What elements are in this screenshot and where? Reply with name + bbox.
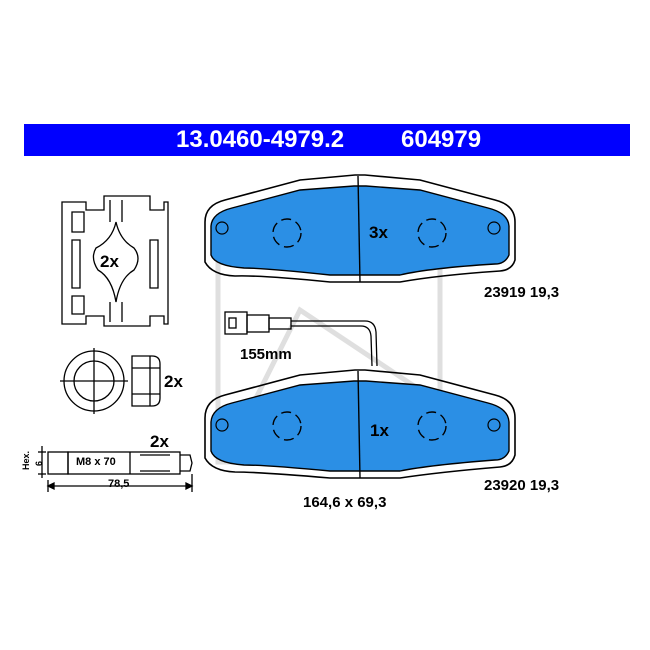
sensor-length-label: 155mm	[240, 346, 292, 363]
hex-label: Hex.	[21, 450, 31, 470]
title-bar: 13.0460-4979.2 604979	[24, 124, 630, 156]
bolt-quantity-label: 2x	[150, 432, 169, 451]
bolt-spec-label: M8 x 70	[76, 456, 116, 468]
lower-brake-pad	[204, 369, 516, 479]
clip-quantity-label: 2x	[100, 252, 119, 271]
reference-number: 604979	[401, 126, 482, 153]
bushing-quantity-label: 2x	[164, 372, 183, 391]
bolt-length-label: 78,5	[108, 478, 130, 490]
lower-pad-quantity-label: 1x	[370, 421, 389, 440]
upper-brake-pad	[204, 174, 516, 283]
part-number: 13.0460-4979.2	[176, 126, 345, 153]
hex-size-label: 6	[34, 460, 44, 466]
guide-bolt	[38, 446, 194, 492]
lower-pad-code: 23920 19,3	[484, 477, 560, 494]
upper-pad-code: 23919 19,3	[484, 284, 560, 301]
pad-dimensions-label: 164,6 x 69,3	[303, 494, 387, 511]
spring-clip	[61, 195, 169, 327]
bushing	[60, 348, 161, 414]
wear-sensor	[224, 311, 378, 367]
upper-pad-quantity-label: 3x	[369, 223, 388, 242]
